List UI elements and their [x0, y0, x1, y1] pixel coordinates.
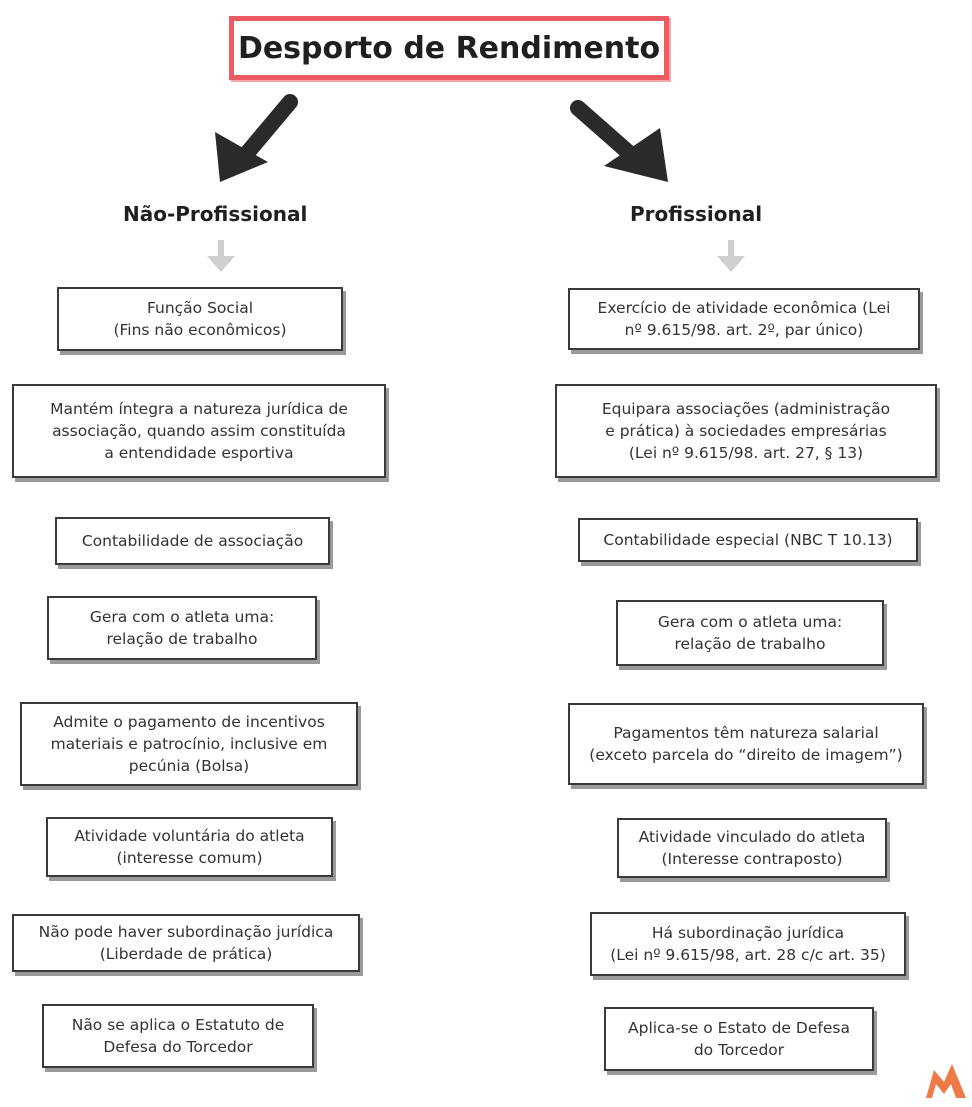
left-box-text: Função Social (Fins não econômicos) — [113, 299, 287, 339]
right-box: Há subordinação jurídica (Lei nº 9.615/9… — [590, 912, 906, 976]
left-box: Contabilidade de associação — [55, 517, 330, 565]
right-column-heading: Profissional — [630, 202, 763, 226]
right-box-text: Gera com o atleta uma: relação de trabal… — [657, 613, 843, 653]
right-box: Exercício de atividade econômica (Lei nº… — [568, 288, 920, 350]
left-box: Gera com o atleta uma: relação de trabal… — [47, 596, 317, 660]
left-box-text: Mantém íntegra a natureza jurídica de as… — [50, 400, 348, 462]
left-box-text: Atividade voluntária do atleta (interess… — [74, 827, 305, 867]
right-box-text: Aplica-se o Estato de Defesa do Torcedor — [628, 1019, 850, 1059]
right-box-text: Equipara associações (administração e pr… — [601, 400, 891, 462]
arrow-down-left-icon — [215, 94, 298, 182]
arrow-down-icon — [717, 240, 745, 272]
right-box-text: Há subordinação jurídica (Lei nº 9.615/9… — [610, 924, 886, 964]
left-box-text: Gera com o atleta uma: relação de trabal… — [89, 608, 275, 648]
right-box: Contabilidade especial (NBC T 10.13) — [578, 518, 918, 562]
right-box: Equipara associações (administração e pr… — [555, 384, 937, 478]
left-box-text: Contabilidade de associação — [81, 532, 304, 550]
left-column-heading: Não-Profissional — [123, 202, 308, 226]
right-box-text: Atividade vinculado do atleta (Interesse… — [638, 828, 866, 868]
left-box: Não pode haver subordinação jurídica (Li… — [12, 914, 360, 972]
brand-logo-icon — [926, 1064, 966, 1098]
left-box: Mantém íntegra a natureza jurídica de as… — [12, 384, 386, 478]
right-box: Aplica-se o Estato de Defesa do Torcedor — [604, 1007, 874, 1071]
left-box-text: Admite o pagamento de incentivos materia… — [50, 713, 328, 775]
right-box-text: Exercício de atividade econômica (Lei nº… — [597, 299, 891, 339]
left-box: Admite o pagamento de incentivos materia… — [20, 702, 358, 786]
right-box-text: Pagamentos têm natureza salarial (exceto… — [589, 724, 903, 764]
diagram-title-text: Desporto de Rendimento — [237, 30, 661, 66]
left-box: Função Social (Fins não econômicos) — [57, 287, 343, 351]
arrow-down-icon — [207, 240, 235, 272]
right-box: Atividade vinculado do atleta (Interesse… — [617, 818, 887, 878]
arrow-down-right-icon — [570, 100, 668, 182]
left-box: Atividade voluntária do atleta (interess… — [46, 817, 333, 877]
right-box: Pagamentos têm natureza salarial (exceto… — [568, 703, 924, 785]
diagram-title: Desporto de Rendimento — [229, 16, 669, 80]
left-box: Não se aplica o Estatuto de Defesa do To… — [42, 1004, 314, 1068]
right-box: Gera com o atleta uma: relação de trabal… — [616, 600, 884, 666]
left-box-text: Não se aplica o Estatuto de Defesa do To… — [71, 1016, 285, 1056]
left-box-text: Não pode haver subordinação jurídica (Li… — [38, 923, 334, 963]
right-box-text: Contabilidade especial (NBC T 10.13) — [603, 531, 893, 549]
